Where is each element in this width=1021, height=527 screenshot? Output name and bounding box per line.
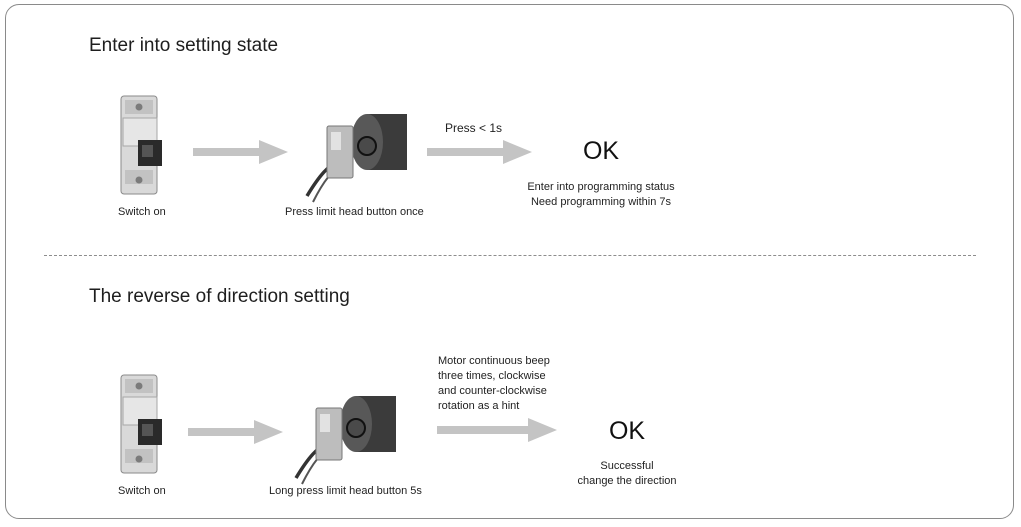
- section-2-arrow-label-line-4: rotation as a hint: [438, 400, 520, 412]
- section-1-title: Enter into setting state: [89, 35, 279, 56]
- section-1-result-line-2: Need programming within 7s: [530, 196, 672, 208]
- section-2-ok: OK: [608, 417, 646, 445]
- arrow-right-icon: [427, 140, 532, 164]
- section-2-arrow-label-line-1: Motor continuous beep: [438, 355, 550, 367]
- circuit-breaker-icon: [120, 95, 162, 195]
- section-2-title: The reverse of direction setting: [89, 286, 350, 307]
- arrow-right-icon: [437, 418, 557, 442]
- section-1-result: Enter into programming status Need progr…: [527, 180, 674, 210]
- section-2-switch-caption: Switch on: [118, 485, 166, 497]
- section-1-arrow-label: Press < 1s: [445, 121, 503, 135]
- section-2-arrow-label-line-2: three times, clockwise: [438, 370, 546, 382]
- tubular-motor-icon: [305, 114, 407, 203]
- section-2-result-line-1: Successful: [600, 460, 654, 472]
- section-2-arrow-label: Motor continuous beep three times, clock…: [438, 354, 550, 414]
- arrow-right-icon: [193, 140, 288, 164]
- diagram-frame: [5, 4, 1014, 519]
- section-1-ok: OK: [582, 137, 620, 165]
- section-2-result: Successful change the direction: [577, 459, 676, 489]
- section-1-switch-caption: Switch on: [118, 206, 166, 218]
- section-2-arrow-label-line-3: and counter-clockwise: [438, 385, 547, 397]
- circuit-breaker-icon: [120, 374, 162, 474]
- section-1-motor-caption: Press limit head button once: [285, 206, 424, 218]
- section-1-result-line-1: Enter into programming status: [527, 181, 675, 193]
- section-divider: [44, 255, 976, 256]
- tubular-motor-icon: [294, 396, 396, 485]
- arrow-right-icon: [188, 420, 283, 444]
- section-2-motor-caption: Long press limit head button 5s: [269, 485, 422, 497]
- section-2-result-line-2: change the direction: [577, 475, 677, 487]
